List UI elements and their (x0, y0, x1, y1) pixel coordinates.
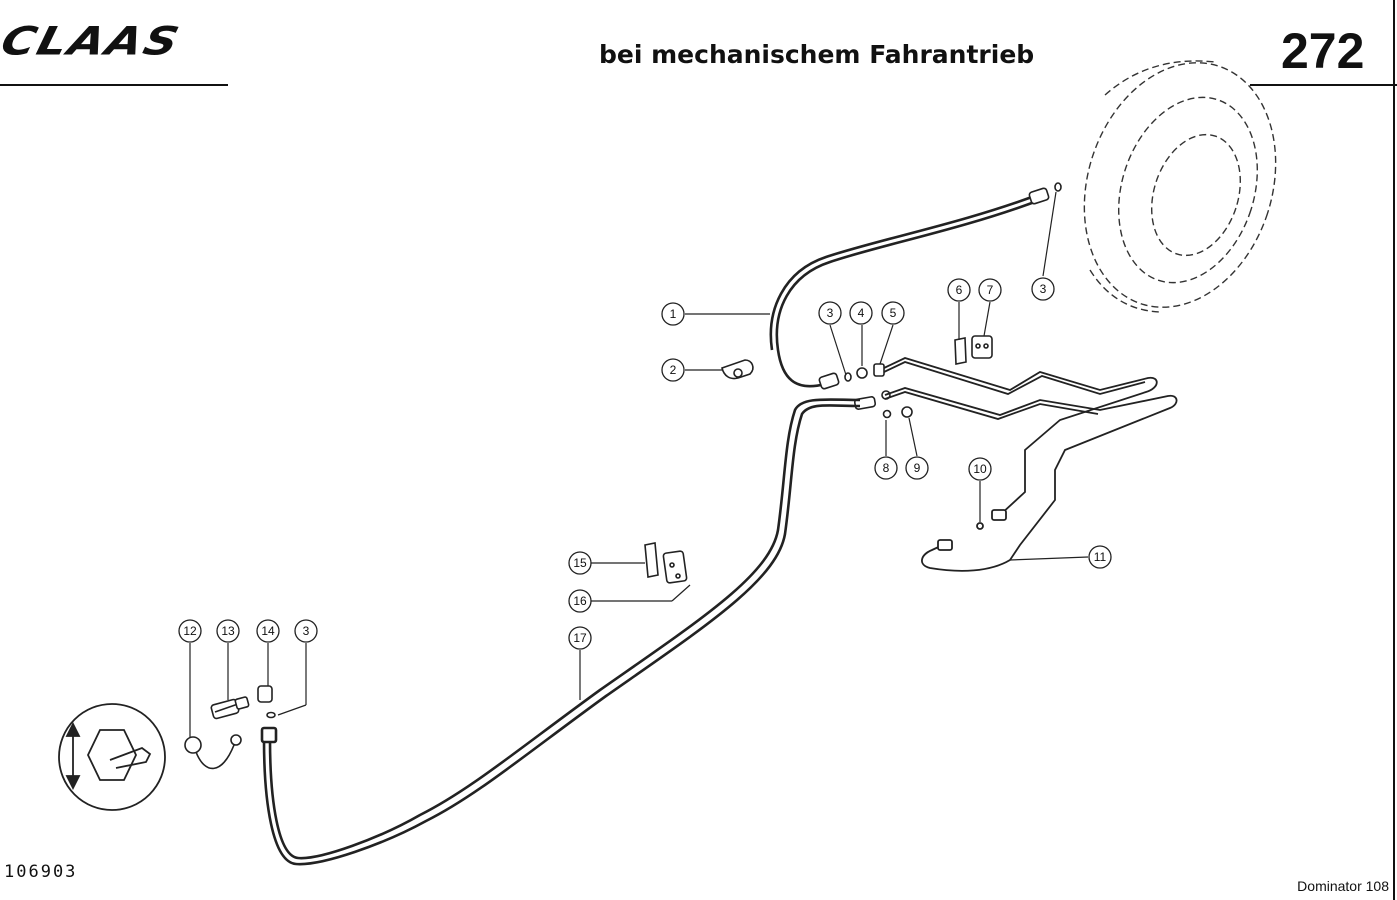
callout-label: 10 (973, 462, 987, 476)
wheel-outline (1083, 60, 1277, 313)
callout-label: 3 (827, 306, 834, 320)
callout-circle (216, 619, 240, 643)
callout-label: 14 (261, 624, 275, 638)
callout-circle (978, 278, 1002, 302)
callout-label: 5 (890, 306, 897, 320)
callout-circle (968, 457, 992, 481)
callout-label: 9 (914, 461, 921, 475)
callout-circle (874, 456, 898, 480)
page-title: bei mechanischem Fahrantrieb (599, 40, 1035, 69)
clamps (644, 335, 993, 584)
callout-17: 17 (568, 626, 592, 650)
header-rule-left (0, 84, 228, 86)
hexagon-wrench-icon (58, 703, 166, 811)
callout-circle (568, 589, 592, 613)
page-number: 272 (1281, 23, 1365, 79)
header-rule-right (1250, 84, 1397, 86)
callout-circle (947, 278, 971, 302)
right-border (1393, 0, 1395, 900)
model-name: Dominator 108 (1297, 878, 1389, 894)
callout-11: 11 (1088, 545, 1112, 569)
callout-label: 1 (670, 307, 677, 321)
leader-lines (189, 191, 1089, 738)
callout-circle (294, 619, 318, 643)
document-number: 106903 (4, 862, 78, 882)
callout-label: 15 (573, 556, 587, 570)
callout-circle (1088, 545, 1112, 569)
hose-1-fittings (818, 182, 1062, 390)
callout-label: 2 (670, 363, 677, 377)
callout-3: 3 (294, 619, 318, 643)
callout-3: 3 (818, 301, 842, 325)
callout-label: 7 (987, 283, 994, 297)
callout-label: 13 (221, 624, 235, 638)
parts-12-13-14 (184, 685, 276, 770)
callout-circle (256, 619, 280, 643)
callout-circle (881, 301, 905, 325)
callout-label: 16 (573, 594, 587, 608)
callout-label: 4 (858, 306, 865, 320)
callout-circle (818, 301, 842, 325)
callout-circle (849, 301, 873, 325)
callout-4: 4 (849, 301, 873, 325)
callout-2: 2 (661, 358, 685, 382)
callout-label: 3 (1040, 282, 1047, 296)
callout-1: 1 (661, 302, 685, 326)
callout-label: 8 (883, 461, 890, 475)
callout-9: 9 (905, 456, 929, 480)
callout-16: 16 (568, 589, 592, 613)
fittings-3-4-5 (853, 363, 913, 419)
hose-17 (260, 398, 861, 866)
callout-6: 6 (947, 278, 971, 302)
callout-label: 3 (303, 624, 310, 638)
callout-circle (661, 358, 685, 382)
callout-5: 5 (881, 301, 905, 325)
callout-label: 12 (183, 624, 197, 638)
callout-circle (568, 551, 592, 575)
callout-15: 15 (568, 551, 592, 575)
callout-label: 17 (573, 631, 587, 645)
callout-circle (905, 456, 929, 480)
callout-circle (178, 619, 202, 643)
callout-14: 14 (256, 619, 280, 643)
callout-7: 7 (978, 278, 1002, 302)
callout-10: 10 (968, 457, 992, 481)
callout-13: 13 (216, 619, 240, 643)
callout-8: 8 (874, 456, 898, 480)
brake-pipes (883, 357, 1178, 572)
hose-1 (769, 192, 1041, 388)
callout-circle (1031, 277, 1055, 301)
callout-label: 6 (956, 283, 963, 297)
callout-circle (568, 626, 592, 650)
callout-label: 11 (1094, 550, 1107, 564)
callout-3: 3 (1031, 277, 1055, 301)
callout-circle (661, 302, 685, 326)
callout-12: 12 (178, 619, 202, 643)
